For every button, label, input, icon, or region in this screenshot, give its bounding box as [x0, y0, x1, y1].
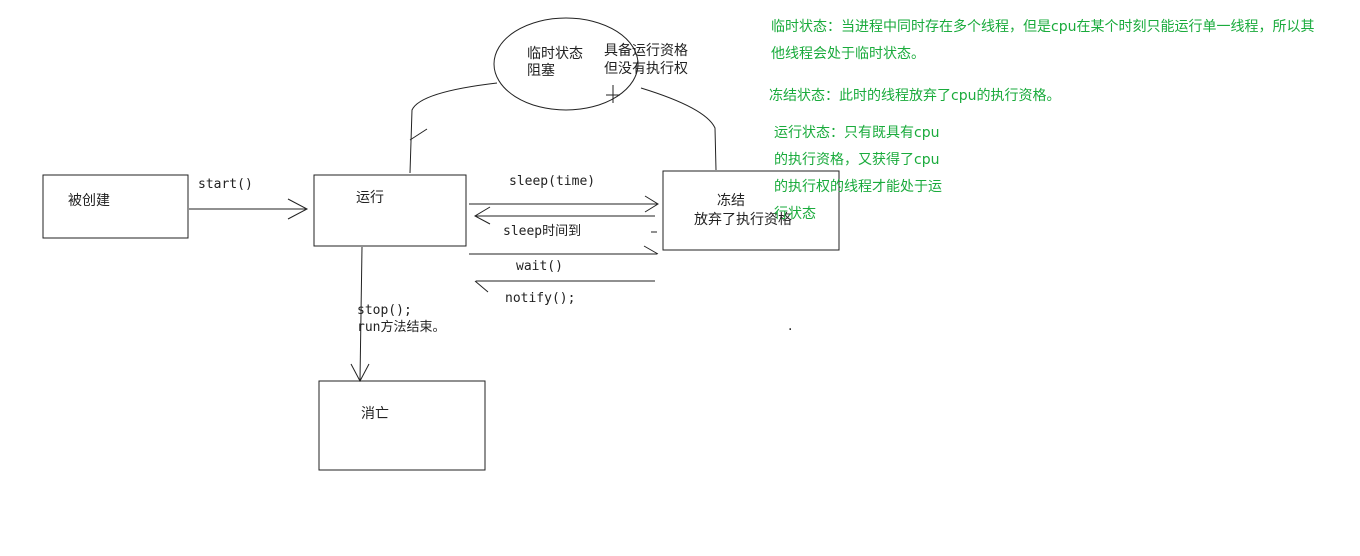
running-state-note: 运行状态：只有既具有cpu的执行资格，又获得了cpu的执行权的线程才能处于运行状… [774, 125, 942, 222]
created-box [42, 174, 189, 239]
sleep-end-arrowhead [473, 206, 491, 225]
running-label: 运行 [356, 190, 384, 206]
running-to-temp-tick [409, 128, 428, 141]
frozen-label-2: 放弃了执行资格 [694, 212, 792, 228]
temp-desc-1: 具备运行资格 [604, 42, 688, 59]
frozen-label-1: 冻结 [717, 192, 745, 209]
frozen-to-temp-curve [640, 87, 717, 171]
frozen-state-note: 冻结状态：此时的线程放弃了cpu的执行资格。 [769, 88, 1061, 104]
temp-desc-2: 但没有执行权 [604, 61, 688, 77]
sleep-arrowhead [644, 195, 659, 213]
running-to-temp-curve [409, 82, 498, 174]
sleep-end-label: sleep时间到 [503, 224, 581, 239]
run-end-label: run方法结束。 [357, 319, 445, 335]
temp-state-note: 临时状态：当进程中同时存在多个线程，但是cpu在某个时刻只能运行单一线程，所以其… [771, 19, 1315, 62]
frozen-box [662, 170, 840, 251]
notify-label: notify(); [505, 291, 575, 306]
dead-label: 消亡 [361, 406, 389, 422]
start-label: start() [198, 177, 253, 192]
notify-arrowhead [474, 280, 489, 293]
temp-label-2: 阻塞 [527, 62, 555, 79]
temp-state-ellipse [493, 17, 639, 111]
start-arrowhead [287, 198, 309, 220]
temp-label-1: 临时状态 [527, 46, 583, 62]
wait-label: wait() [516, 259, 563, 274]
dead-box [318, 380, 486, 471]
stop-arrow [359, 246, 363, 381]
created-label: 被创建 [68, 193, 110, 209]
stop-arrowhead [350, 363, 370, 383]
stray-mark: . [788, 318, 792, 334]
stop-label: stop(); [357, 303, 412, 318]
wait-arrowhead [643, 245, 659, 255]
sleep-time-label: sleep(time) [509, 174, 595, 189]
running-box [313, 174, 467, 247]
